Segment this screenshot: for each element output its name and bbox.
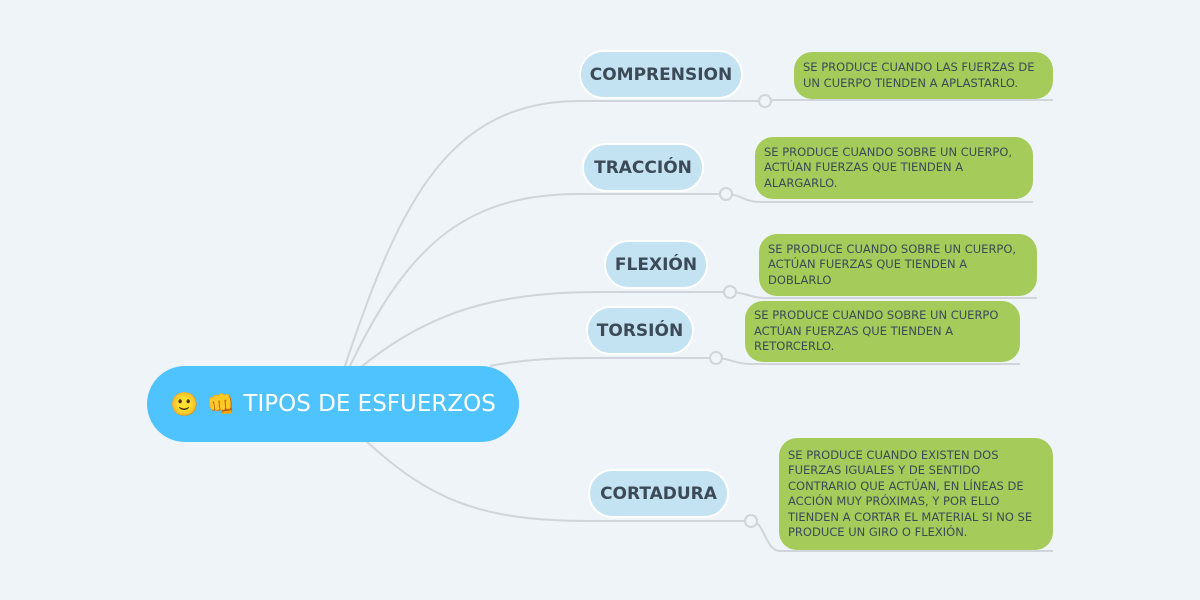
note-traccion[interactable]: SE PRODUCE CUANDO SOBRE UN CUERPO, ACTÚA… <box>755 137 1033 199</box>
fist-emoji-icon: 👊 <box>206 391 236 418</box>
topic-cortadura[interactable]: CORTADURA <box>588 469 729 518</box>
collapse-handle <box>758 94 772 108</box>
root-label: TIPOS DE ESFUERZOS <box>243 391 496 417</box>
connector-comprension <box>344 100 765 367</box>
topic-comprension[interactable]: COMPRENSION <box>579 50 743 99</box>
note-flexion[interactable]: SE PRODUCE CUANDO SOBRE UN CUERPO, ACTÚA… <box>759 234 1037 296</box>
collapse-handle <box>719 187 733 201</box>
connector-torsion <box>489 357 716 367</box>
note-comprension[interactable]: SE PRODUCE CUANDO LAS FUERZAS DE UN CUER… <box>794 52 1053 99</box>
topic-flexion[interactable]: FLEXIÓN <box>604 240 708 289</box>
connector-traccion <box>349 193 726 367</box>
smile-emoji-icon: 🙂 <box>170 391 199 418</box>
collapse-handle <box>723 285 737 299</box>
root-node[interactable]: 🙂 👊 TIPOS DE ESFUERZOS <box>147 366 519 442</box>
collapse-handle <box>744 514 758 528</box>
connector-cortadura <box>364 439 751 522</box>
topic-traccion[interactable]: TRACCIÓN <box>582 143 704 192</box>
note-torsion[interactable]: SE PRODUCE CUANDO SOBRE UN CUERPO ACTÚAN… <box>745 301 1020 362</box>
connector-flexion <box>359 291 730 369</box>
collapse-handle <box>709 351 723 365</box>
note-cortadura[interactable]: SE PRODUCE CUANDO EXISTEN DOS FUERZAS IG… <box>779 438 1053 550</box>
topic-torsion[interactable]: TORSIÓN <box>586 306 694 355</box>
